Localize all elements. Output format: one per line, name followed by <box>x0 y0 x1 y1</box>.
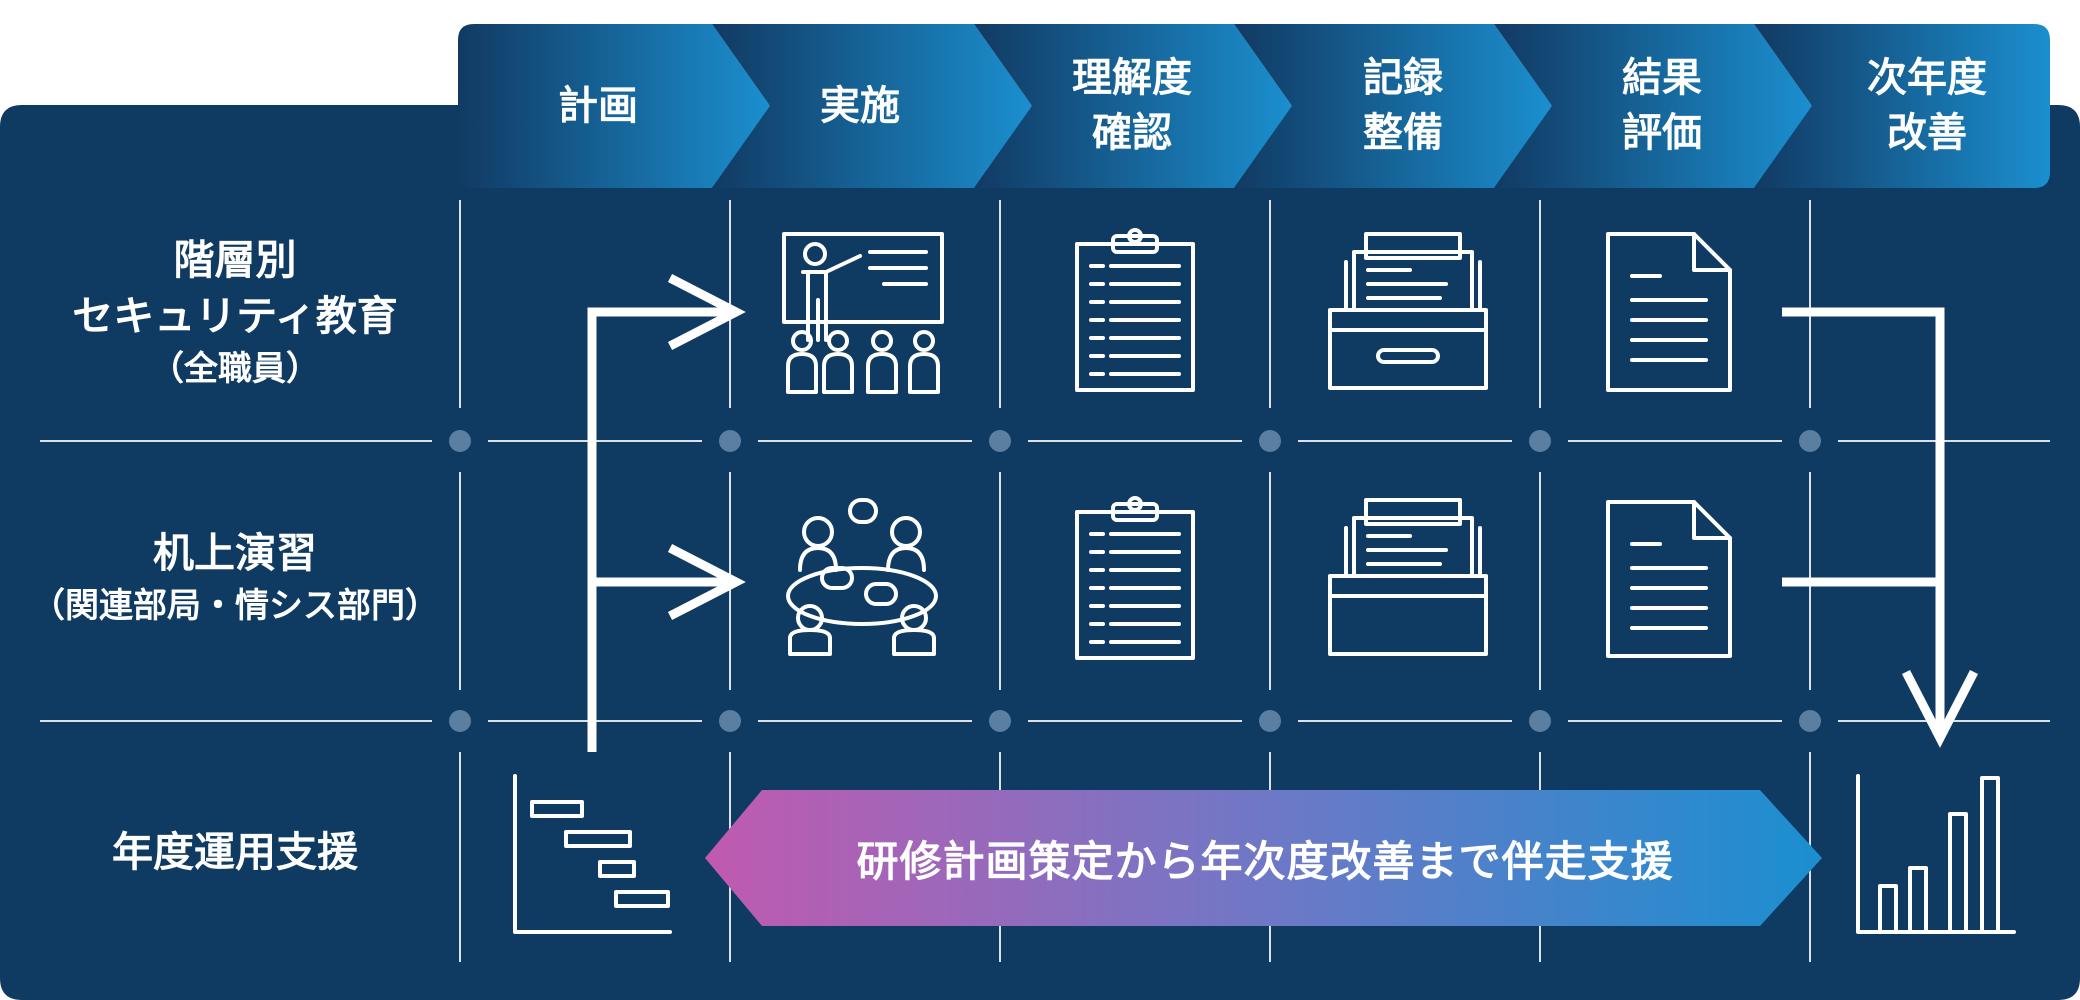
step-label-implement: 実施 <box>820 82 900 129</box>
gantt-chart-icon <box>513 774 672 934</box>
arrow-head-row1 <box>667 273 746 351</box>
step-label-understanding: 理解度 確認 <box>1072 55 1192 156</box>
step-label-evaluation: 結果 評価 <box>1622 55 1702 156</box>
banner-text: 研修計画策定から年次度改善まで伴走支援 <box>856 836 1674 886</box>
support-banner <box>705 790 1822 926</box>
row-label-tiered-education: 階層別 セキュリティ教育 （全職員） <box>72 236 398 389</box>
step-label-records: 記録 整備 <box>1363 55 1443 156</box>
document-icon <box>1606 232 1732 392</box>
arrow-head-row2 <box>667 543 746 621</box>
grid-lines <box>40 200 2050 962</box>
step-chevron-6 <box>1754 24 2050 188</box>
arrow-head-down <box>1901 669 1979 748</box>
file-drawer-icon <box>1328 232 1488 390</box>
step-chevron-2 <box>712 24 1032 188</box>
clipboard-checklist-icon <box>1075 228 1195 392</box>
step-chevron-1 <box>458 24 770 188</box>
training-presentation-icon <box>782 232 944 394</box>
row-label-annual-support: 年度運用支援 <box>112 828 358 876</box>
step-label-improvement: 次年度 改善 <box>1867 55 1987 156</box>
file-drawer-icon <box>1328 498 1488 656</box>
flow-arrows <box>587 273 1979 752</box>
document-icon <box>1606 500 1732 658</box>
step-chevron-5 <box>1494 24 1812 188</box>
bar-chart-icon <box>1856 774 2016 934</box>
step-label-plan: 計画 <box>558 82 638 129</box>
clipboard-checklist-icon <box>1075 496 1195 660</box>
branch-arrow <box>587 307 734 752</box>
step-chevron-4 <box>1234 24 1552 188</box>
merge-arrow <box>1782 307 1945 736</box>
group-discussion-icon <box>786 498 938 656</box>
process-header <box>458 24 2050 188</box>
row-label-tabletop-exercise: 机上演習 （関連部局・情シス部門） <box>31 529 439 626</box>
grid-dots <box>449 430 1821 732</box>
background-panel <box>0 105 2080 1000</box>
step-chevron-3 <box>974 24 1292 188</box>
